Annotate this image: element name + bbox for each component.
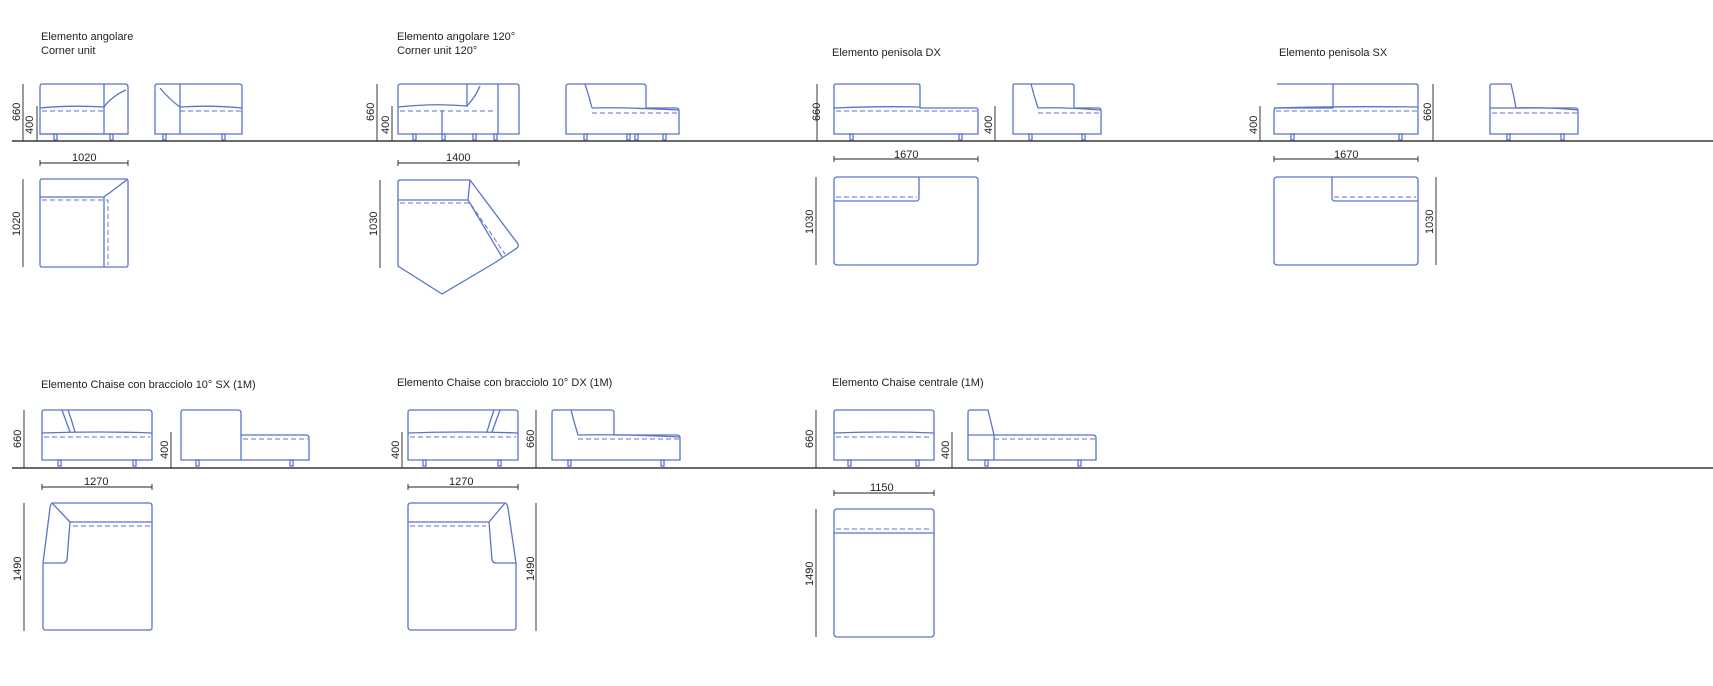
dim-height-front: 660 xyxy=(811,103,823,121)
dim-depth: 1490 xyxy=(525,557,537,581)
front-view xyxy=(407,409,519,467)
unit-chaise-armrest-dx: Elemento Chaise con bracciolo 10° DX (1M… xyxy=(390,377,681,631)
dim-depth: 1020 xyxy=(11,212,23,236)
unit-title: Elemento angolare 120° xyxy=(397,31,515,43)
front-view xyxy=(1273,83,1419,141)
dim-height-front: 400 xyxy=(390,441,402,459)
front-view xyxy=(39,83,129,141)
dim-width: 1670 xyxy=(1334,149,1358,161)
dim-height-front: 660 xyxy=(365,103,377,121)
unit-peninsula-sx: Elemento penisola SX 660 400 167 xyxy=(1248,47,1579,266)
plan-view xyxy=(1273,176,1419,266)
side-view xyxy=(1489,83,1579,141)
front-view xyxy=(833,409,935,467)
dim-height-seat: 660 xyxy=(525,430,537,448)
dim-width: 1270 xyxy=(84,476,108,488)
dim-depth: 1490 xyxy=(12,557,24,581)
dim-height-front: 660 xyxy=(1422,103,1434,121)
unit-corner-120: Elemento angolare 120° Corner unit 120° xyxy=(365,31,680,295)
front-view xyxy=(397,83,520,141)
dim-height-seat: 400 xyxy=(380,116,392,134)
dim-depth: 1030 xyxy=(1424,210,1436,234)
dim-width: 1020 xyxy=(72,152,96,164)
unit-title: Elemento angolare xyxy=(41,31,133,43)
side-view xyxy=(551,409,681,467)
side-view xyxy=(1012,83,1102,141)
dim-height-seat: 400 xyxy=(983,116,995,134)
plan-view xyxy=(397,179,519,295)
unit-subtitle: Corner unit xyxy=(41,45,95,57)
unit-corner: Elemento angolare Corner unit 660 40 xyxy=(11,31,243,268)
dim-height-front: 660 xyxy=(804,430,816,448)
dim-height-seat: 400 xyxy=(159,441,171,459)
side-view xyxy=(154,83,243,141)
dim-width: 1670 xyxy=(894,149,918,161)
unit-chaise-armrest-sx: Elemento Chaise con bracciolo 10° SX (1M… xyxy=(12,379,310,631)
dim-height-seat: 400 xyxy=(1248,116,1260,134)
unit-title: Elemento Chaise con bracciolo 10° SX (1M… xyxy=(41,379,256,391)
side-view xyxy=(180,409,310,467)
plan-view xyxy=(833,176,979,266)
front-view xyxy=(41,409,153,467)
plan-view xyxy=(42,502,153,631)
dim-depth: 1030 xyxy=(368,212,380,236)
unit-title: Elemento Chaise centrale (1M) xyxy=(832,377,984,389)
unit-title: Elemento penisola SX xyxy=(1279,47,1388,59)
unit-title: Elemento penisola DX xyxy=(832,47,942,59)
unit-peninsula-dx: Elemento penisola DX 660 400 167 xyxy=(804,47,1102,266)
plan-view xyxy=(833,508,935,638)
side-view xyxy=(565,83,680,141)
unit-title: Elemento Chaise con bracciolo 10° DX (1M… xyxy=(397,377,612,389)
side-view xyxy=(967,409,1097,467)
unit-subtitle: Corner unit 120° xyxy=(397,45,477,57)
dim-height-seat: 400 xyxy=(940,441,952,459)
unit-chaise-central: Elemento Chaise centrale (1M) 660 400 xyxy=(804,377,1097,638)
dim-height-seat: 400 xyxy=(24,116,36,134)
plan-view xyxy=(407,502,517,631)
dim-width: 1150 xyxy=(870,482,894,494)
dim-height-front: 660 xyxy=(11,103,23,121)
dim-depth: 1030 xyxy=(804,210,816,234)
dim-width: 1270 xyxy=(449,476,473,488)
plan-view xyxy=(39,178,129,268)
front-view xyxy=(833,83,979,141)
dim-depth: 1490 xyxy=(804,562,816,586)
dim-width: 1400 xyxy=(446,152,470,164)
dim-height-front: 660 xyxy=(12,430,24,448)
